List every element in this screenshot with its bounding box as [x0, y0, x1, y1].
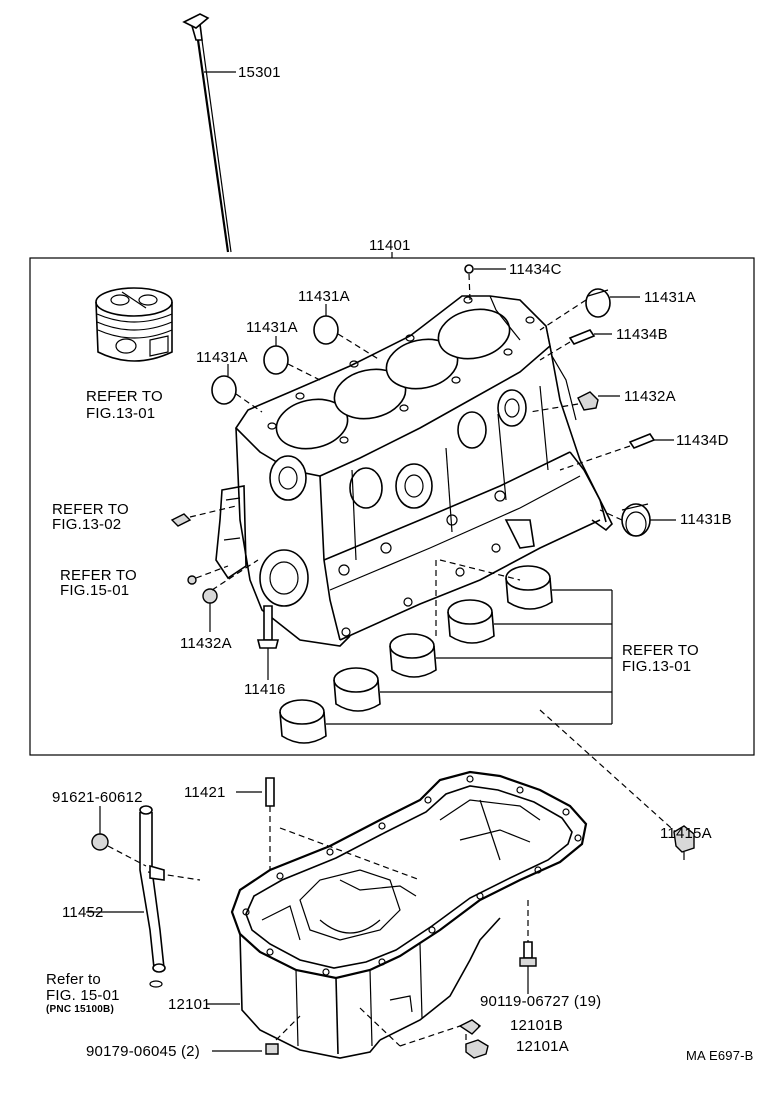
pin-11434b [568, 329, 596, 345]
label-12101a: 12101A [516, 1038, 569, 1055]
guide-11452 [86, 805, 166, 988]
plug-11432a-top [577, 391, 599, 411]
plug-11431a-right [585, 288, 611, 318]
label-11416: 11416 [244, 681, 286, 698]
label-refer-guide-1: Refer to [46, 971, 101, 988]
leader-lines [209, 268, 676, 725]
cylinder-block-drawing [215, 295, 613, 647]
label-11432a-top: 11432A [624, 388, 676, 405]
label-refer-liners-1: REFER TO [622, 642, 699, 659]
bolt-90119 [519, 941, 537, 994]
label-11421: 11421 [184, 784, 226, 801]
label-refer-piston-2: FIG.13-01 [86, 405, 156, 422]
nut-91621 [91, 806, 109, 851]
plug-left-refer-15-01 [187, 575, 197, 585]
plug-left-refer-13-02 [170, 513, 192, 527]
label-refer-left2-1: REFER TO [60, 567, 137, 584]
plug-12101b [458, 1019, 482, 1035]
label-11432a-bottom: 11432A [180, 635, 232, 652]
label-12101b: 12101B [510, 1017, 563, 1034]
piston-drawing [95, 287, 173, 362]
stud-11421 [236, 777, 275, 807]
plugs-11431a-left [211, 315, 339, 405]
label-11434c: 11434C [509, 261, 562, 278]
plug-11434c [464, 264, 474, 274]
label-refer-left1-1: REFER TO [52, 501, 129, 518]
label-refer-guide-3: (PNC 15100B) [46, 1004, 114, 1015]
label-refer-guide-2: FIG. 15-01 [46, 987, 120, 1004]
plug-11431b [621, 503, 651, 537]
label-91621: 91621-60612 [52, 789, 143, 806]
diagram-code: MA E697-B [686, 1048, 754, 1063]
oil-pan-drawing [206, 770, 588, 1059]
label-11452: 11452 [62, 904, 104, 921]
label-15301: 15301 [238, 64, 281, 81]
label-90119: 90119-06727 (19) [480, 993, 602, 1010]
label-refer-left1-2: FIG.13-02 [52, 516, 122, 533]
liners-drawing [279, 565, 553, 744]
gasket-12101a [465, 1039, 489, 1059]
stud-11416 [256, 605, 280, 649]
label-11431a-2: 11431A [644, 289, 696, 306]
plug-11432a-bottom [202, 588, 218, 604]
label-11401: 11401 [369, 237, 411, 254]
label-refer-piston-1: REFER TO [86, 388, 163, 405]
label-refer-liners-2: FIG.13-01 [622, 658, 692, 675]
bolt-90179 [212, 1043, 279, 1055]
label-11431a-4: 11431A [196, 349, 248, 366]
drain-plug-11415a [673, 825, 695, 860]
dashed-leaders [107, 273, 681, 1048]
label-11434b: 11434B [616, 326, 668, 343]
label-12101: 12101 [168, 996, 211, 1013]
label-11431a-1: 11431A [298, 288, 350, 305]
label-11415a: 11415A [660, 825, 712, 842]
pin-11434d [628, 433, 656, 449]
label-11431a-3: 11431A [246, 319, 298, 336]
label-refer-left2-2: FIG.15-01 [60, 582, 130, 599]
label-11434d: 11434D [676, 432, 729, 449]
label-11431b: 11431B [680, 511, 732, 528]
dipstick-drawing [182, 13, 236, 253]
label-90179: 90179-06045 (2) [86, 1043, 200, 1060]
